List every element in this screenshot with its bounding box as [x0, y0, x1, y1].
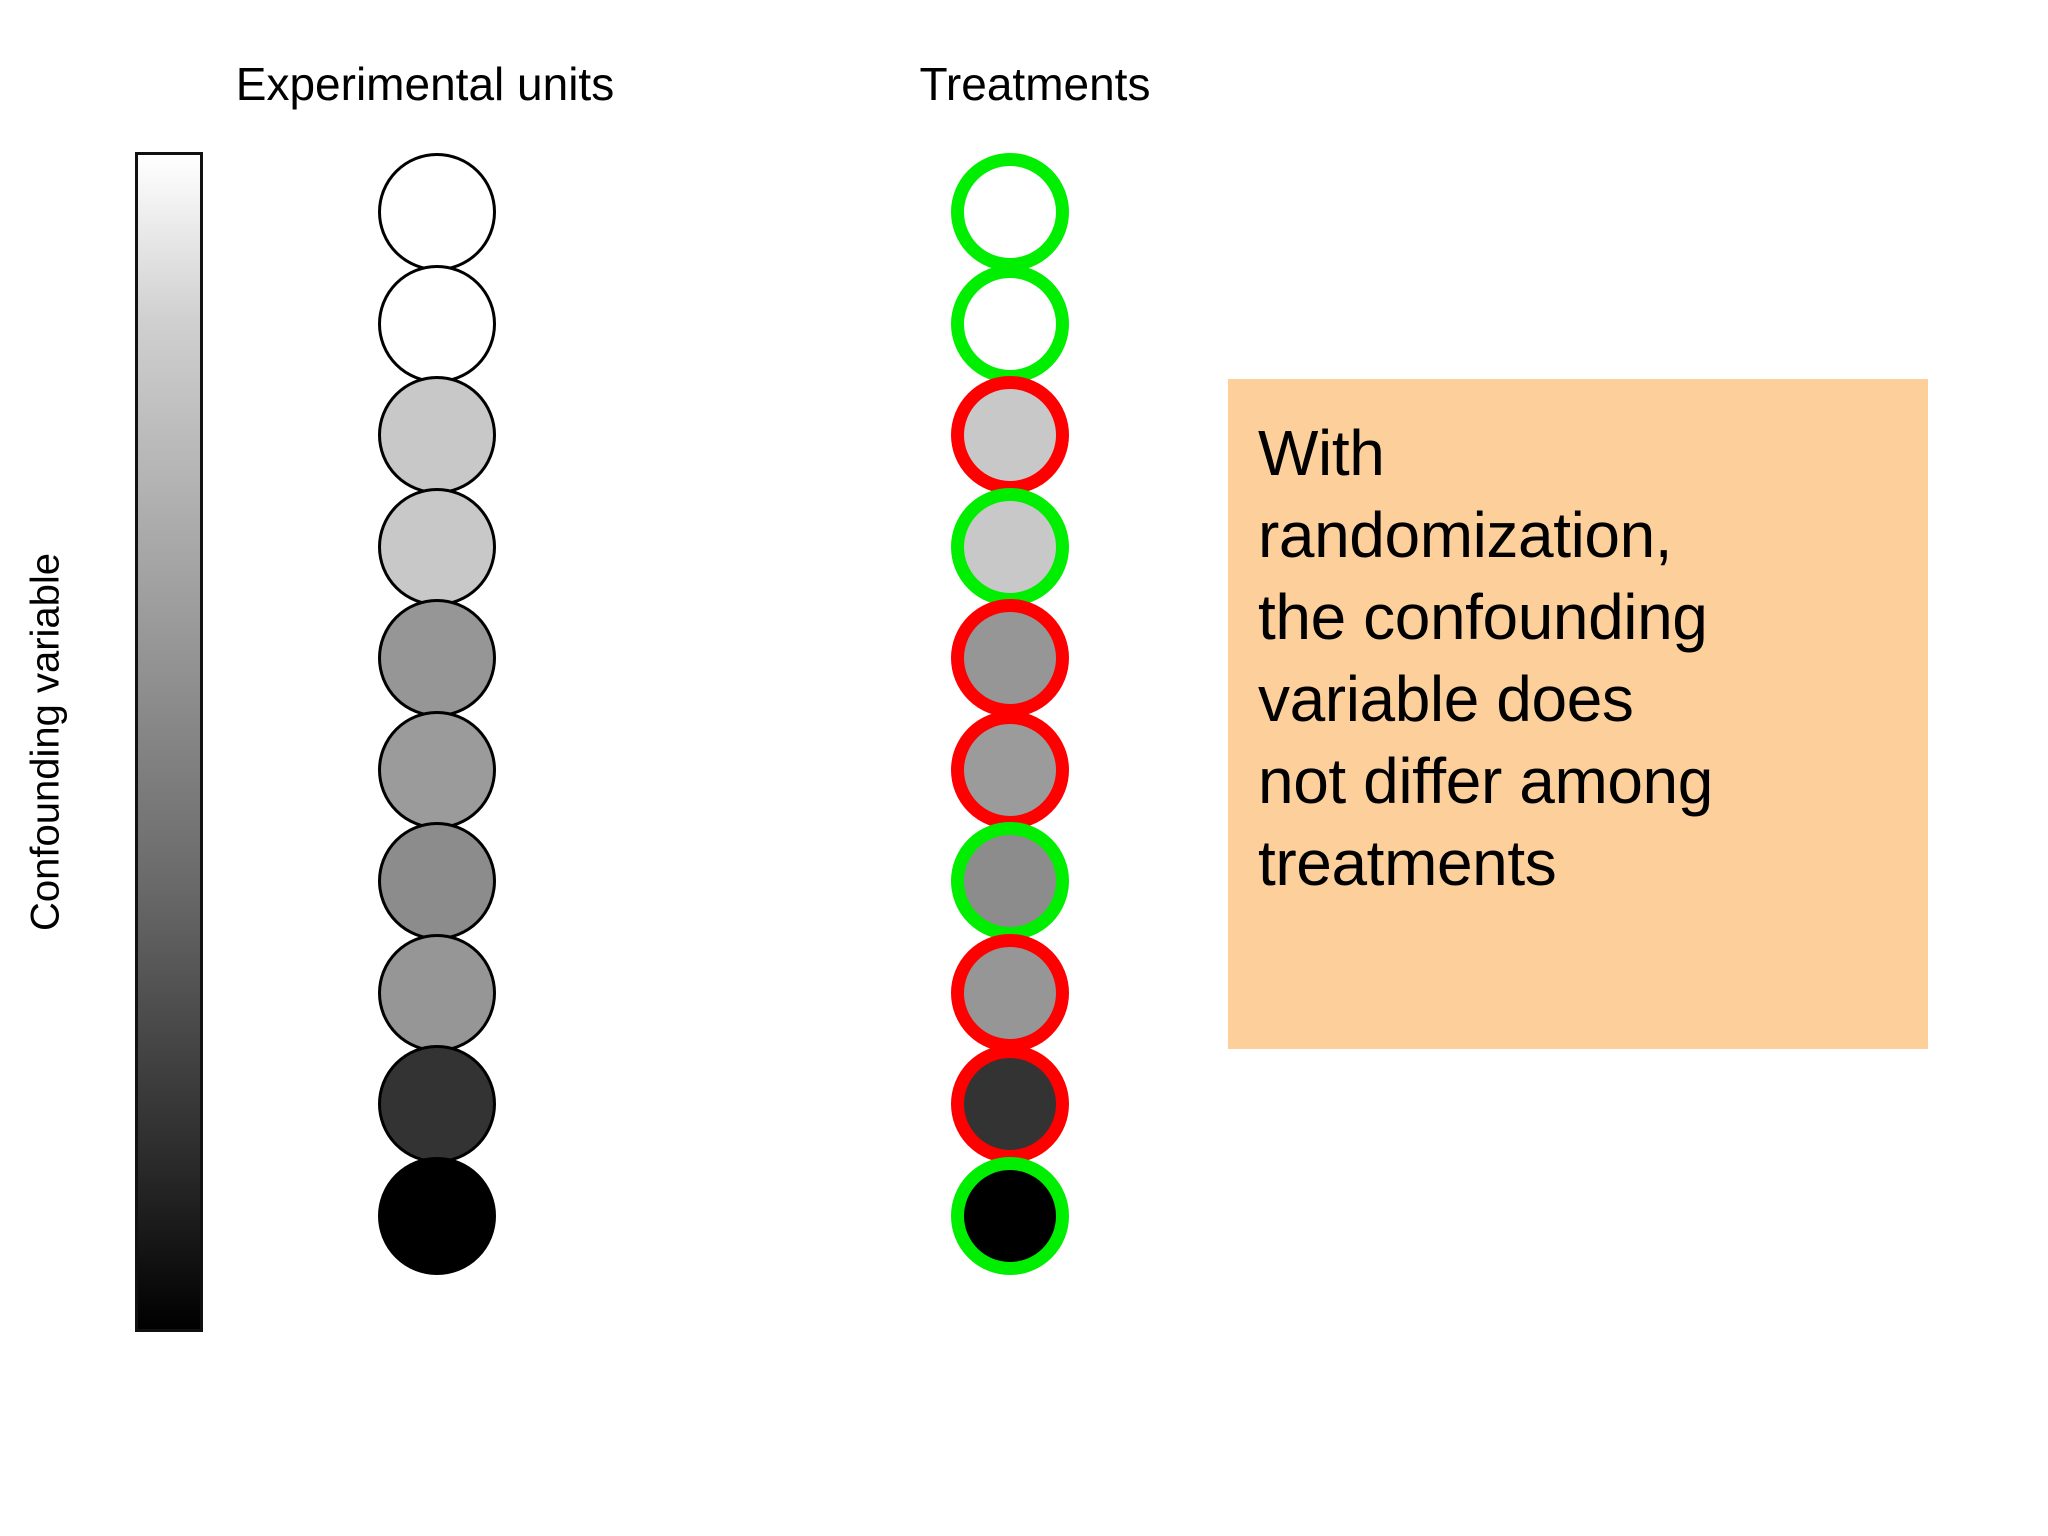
callout-box: With randomization, the confounding vari…: [1228, 379, 1928, 1049]
experimental-unit-circle: [378, 1157, 496, 1275]
experimental-unit-circle: [378, 265, 496, 383]
treatment-circle-red: [951, 599, 1069, 717]
treatment-circle-red: [951, 711, 1069, 829]
confounding-variable-gradient-bar: [135, 152, 203, 1332]
treatment-circle-green: [951, 488, 1069, 606]
treatment-circle-green: [951, 265, 1069, 383]
treatment-circle-green: [951, 153, 1069, 271]
axis-label-container: Confounding variable: [0, 152, 140, 1332]
treatment-circle-red: [951, 376, 1069, 494]
experimental-unit-circle: [378, 822, 496, 940]
confounding-variable-axis-label: Confounding variable: [23, 552, 68, 932]
experimental-unit-circle: [378, 376, 496, 494]
experimental-unit-circle: [378, 934, 496, 1052]
experimental-unit-circle: [378, 711, 496, 829]
experimental-unit-circle: [378, 153, 496, 271]
treatment-circle-green: [951, 822, 1069, 940]
experimental-unit-circle: [378, 488, 496, 606]
callout-text: With randomization, the confounding vari…: [1258, 417, 1713, 899]
heading-treatments: Treatments: [919, 58, 1151, 110]
heading-experimental-units: Experimental units: [235, 58, 615, 110]
treatment-circle-red: [951, 1045, 1069, 1163]
treatment-circle-green: [951, 1157, 1069, 1275]
experimental-unit-circle: [378, 1045, 496, 1163]
experimental-unit-circle: [378, 599, 496, 717]
treatment-circle-red: [951, 934, 1069, 1052]
